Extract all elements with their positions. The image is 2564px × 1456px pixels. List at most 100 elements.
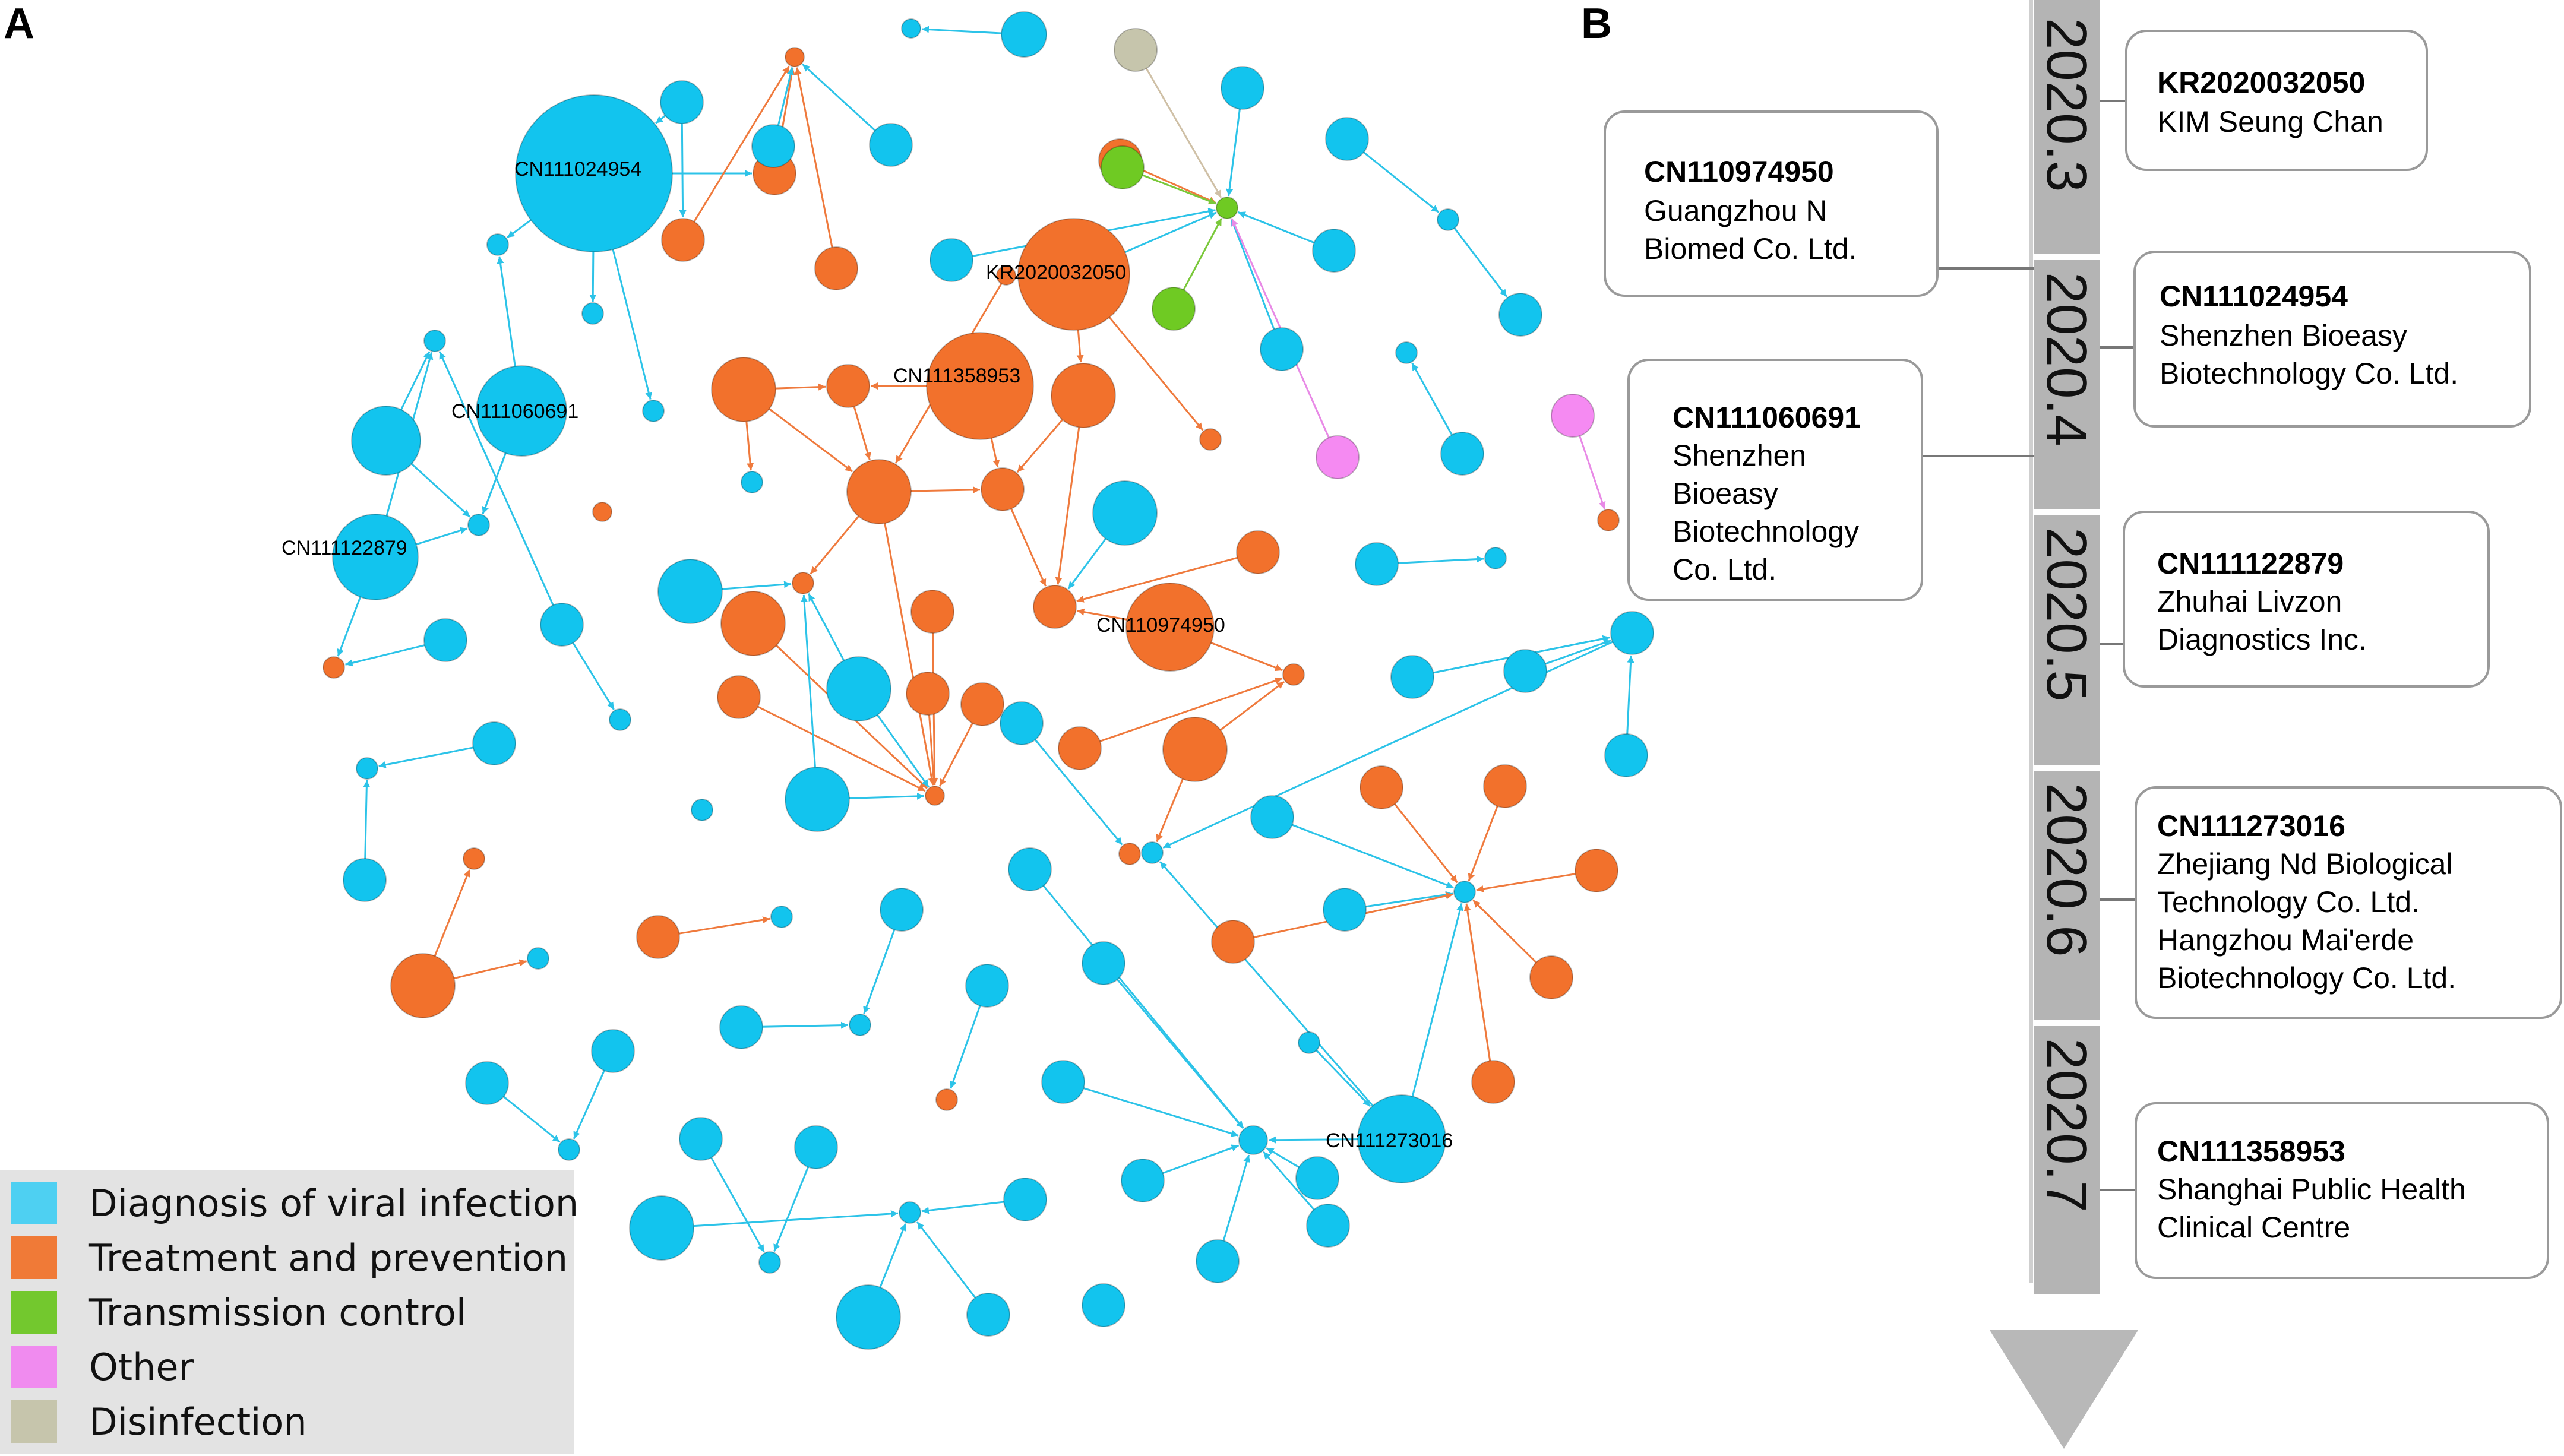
- network-edge: [938, 723, 973, 787]
- card-line: Shenzhen Bioeasy: [2160, 319, 2407, 352]
- network-node-diagnosis: [527, 947, 549, 970]
- network-node-diagnosis: [1250, 795, 1294, 839]
- legend-swatch-other: [11, 1346, 57, 1388]
- network-node-diagnosis: [1082, 1283, 1125, 1327]
- network-node-diagnosis: [679, 1117, 723, 1161]
- network-node-diagnosis: [1221, 66, 1264, 110]
- network-edge: [679, 916, 770, 935]
- network-node-diagnosis: [609, 708, 631, 731]
- card-line: Shenzhen: [1673, 439, 1806, 472]
- network-node-treatment: [960, 682, 1004, 726]
- network-node-diagnosis: [1395, 341, 1418, 364]
- network-edge: [1108, 316, 1204, 431]
- card-line: Guangzhou N: [1644, 194, 1828, 227]
- network-node-treatment: [935, 1088, 958, 1111]
- network-node-treatment: [1058, 726, 1102, 770]
- network-edge: [802, 64, 876, 131]
- network-edge: [1124, 211, 1217, 253]
- network-edge: [1055, 427, 1080, 585]
- network-edge: [572, 642, 615, 710]
- network-edge: [693, 1210, 899, 1227]
- network-node-treatment: [826, 364, 870, 408]
- network-node-labels: CN111024954 CN111060691 CN111122879 KR20…: [282, 158, 1453, 1152]
- network-node-diagnosis: [1141, 841, 1164, 864]
- node-label-cn111122879: CN111122879: [282, 537, 407, 559]
- card-line: KIM Seung Chan: [2157, 105, 2383, 138]
- card-line: Biotechnology: [1673, 515, 1859, 548]
- network-edge: [612, 249, 653, 400]
- network-edge: [1579, 435, 1606, 509]
- node-label-cn111024954: CN111024954: [514, 158, 641, 181]
- network-edge: [1034, 739, 1123, 846]
- network-node-diagnosis: [581, 302, 604, 325]
- card-cn110974950: CN110974950 Guangzhou N Biomed Co. Ltd.: [1604, 110, 1939, 297]
- network-edge: [1463, 903, 1491, 1061]
- network-edge: [1292, 824, 1454, 889]
- network-edge: [1083, 1087, 1239, 1137]
- card-title: CN110974950: [1644, 155, 1834, 188]
- network-edge: [1468, 806, 1498, 881]
- network-node-treatment: [792, 572, 814, 594]
- card-title: CN111358953: [2157, 1135, 2345, 1168]
- network-node-diagnosis: [1000, 701, 1044, 745]
- network-node-treatment: [1236, 530, 1280, 574]
- network-node-treatment: [1199, 428, 1222, 451]
- network-edge: [950, 1005, 981, 1089]
- network-edge: [1222, 1154, 1251, 1241]
- network-node-diagnosis: [467, 514, 490, 536]
- network-edge: [400, 351, 431, 410]
- network-node-other: [1316, 435, 1360, 479]
- legend-item-other: Other: [11, 1346, 194, 1389]
- network-node-diagnosis: [558, 1138, 580, 1161]
- card-kr2020032050: KR2020032050 KIM Seung Chan: [2125, 30, 2428, 171]
- network-edge: [1398, 555, 1484, 564]
- network-node-diagnosis: [332, 514, 419, 600]
- network-node-diagnosis: [1355, 542, 1399, 586]
- network-node-diagnosis: [423, 618, 467, 662]
- network-edge: [1156, 778, 1184, 843]
- legend-item-disinfection: Disinfection: [11, 1400, 307, 1444]
- network-edge: [1142, 174, 1216, 205]
- network-edge: [810, 515, 859, 575]
- network-edge: [1210, 642, 1283, 672]
- network-edge: [801, 594, 816, 768]
- network-node-diagnosis: [1312, 229, 1356, 273]
- card-line: Biotechnology Co. Ltd.: [2160, 357, 2458, 390]
- network-edge: [928, 714, 937, 786]
- network-edge: [1363, 151, 1440, 213]
- network-node-diagnosis: [966, 1293, 1010, 1337]
- legend-label-disinfection: Disinfection: [89, 1400, 307, 1444]
- network-edge: [1159, 861, 1374, 1107]
- network-node-diagnosis: [591, 1029, 635, 1073]
- network-node-diagnosis: [351, 406, 421, 476]
- network-node-diagnosis: [1453, 881, 1476, 903]
- network-node-diagnosis: [785, 767, 850, 832]
- network-node-treatment: [1125, 583, 1215, 672]
- network-node-treatment: [926, 332, 1034, 440]
- timeline-separator: [2034, 1020, 2100, 1026]
- legend-label-diagnosis: Diagnosis of viral infection: [89, 1182, 578, 1225]
- network-edge: [1042, 885, 1244, 1129]
- network-node-diagnosis: [1484, 547, 1507, 569]
- timeline-separator: [2034, 254, 2100, 260]
- card-line: Bioeasy: [1673, 477, 1778, 510]
- timeline-separator: [2034, 765, 2100, 771]
- network-edge: [1476, 873, 1576, 892]
- network-node-treatment: [1118, 843, 1141, 865]
- network-edge: [1365, 891, 1453, 908]
- network-node-treatment: [1162, 717, 1228, 782]
- card-title: CN111273016: [2157, 809, 2345, 843]
- network-node-diagnosis: [1440, 432, 1484, 476]
- network-edge: [1394, 803, 1458, 884]
- network-edge: [762, 1021, 849, 1029]
- card-line: Zhuhai Livzon: [2157, 585, 2342, 618]
- network-node-diagnosis: [476, 365, 567, 457]
- node-label-cn110974950: CN110974950: [1096, 614, 1225, 637]
- network-node-treatment: [1529, 955, 1573, 999]
- legend-label-other: Other: [89, 1346, 194, 1389]
- network-edge: [777, 67, 794, 126]
- network-edge: [990, 438, 1000, 468]
- network-node-treatment: [785, 47, 805, 67]
- card-line: Diagnostics Inc.: [2157, 623, 2367, 656]
- network-edge: [808, 593, 845, 661]
